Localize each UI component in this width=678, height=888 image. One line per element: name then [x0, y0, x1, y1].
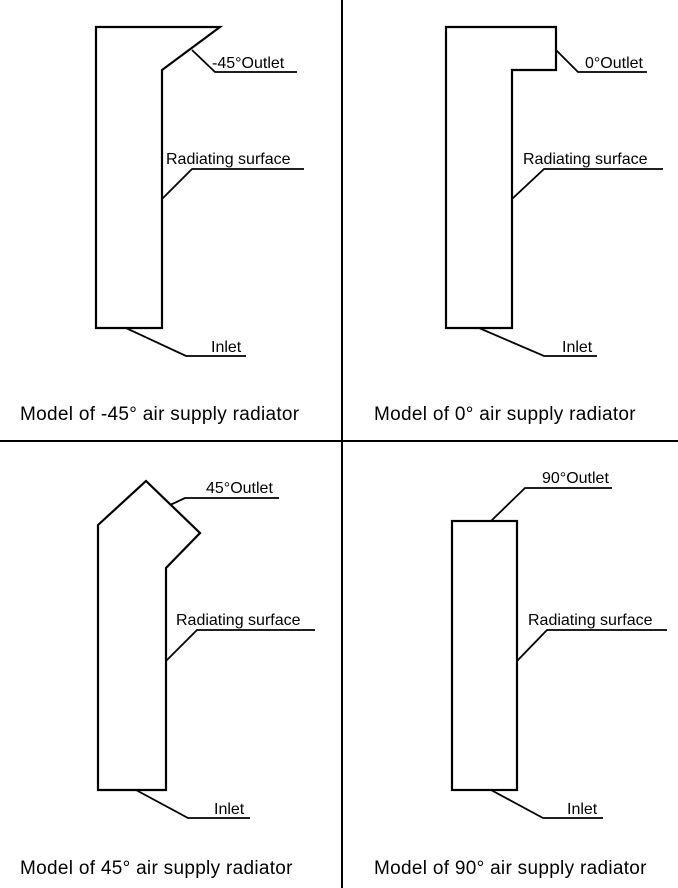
panel-caption: Model of 45° air supply radiator: [20, 858, 293, 879]
surface-leader: [161, 168, 304, 200]
inlet-leader: [125, 327, 246, 357]
inlet-label: Inlet: [214, 801, 245, 818]
radiator-outline: [450, 519, 519, 792]
surface-label: Radiating surface: [176, 612, 301, 629]
outlet-label: 45°Outlet: [206, 480, 273, 497]
radiator-outline: [444, 25, 558, 330]
panel-minus-45: -45°Outlet Radiating surface Inlet Model…: [20, 25, 304, 425]
inlet-label: Inlet: [567, 801, 598, 818]
outlet-leader: [169, 497, 279, 506]
surface-leader: [516, 629, 667, 662]
surface-label: Radiating surface: [523, 151, 648, 168]
outlet-leader: [555, 49, 647, 73]
outlet-label: 0°Outlet: [585, 55, 644, 72]
outlet-leader: [191, 49, 297, 73]
surface-leader: [511, 168, 663, 200]
radiator-outline: [96, 479, 202, 792]
panel-0: 0°Outlet Radiating surface Inlet Model o…: [374, 25, 663, 425]
panel-90: 90°Outlet Radiating surface Inlet Model …: [374, 470, 667, 879]
radiator-outline: [94, 25, 224, 330]
panel-caption: Model of 90° air supply radiator: [374, 858, 647, 879]
inlet-leader: [135, 789, 250, 819]
inlet-leader: [478, 327, 597, 357]
panel-45: 45°Outlet Radiating surface Inlet Model …: [20, 479, 315, 879]
surface-label: Radiating surface: [528, 612, 653, 629]
surface-leader: [165, 629, 315, 662]
inlet-leader: [490, 789, 603, 819]
outlet-leader: [490, 487, 612, 522]
outlet-label: -45°Outlet: [212, 55, 285, 72]
panel-caption: Model of 0° air supply radiator: [374, 404, 636, 425]
inlet-label: Inlet: [211, 339, 242, 356]
surface-label: Radiating surface: [166, 151, 291, 168]
panel-caption: Model of -45° air supply radiator: [20, 404, 300, 425]
inlet-label: Inlet: [562, 339, 593, 356]
outlet-label: 90°Outlet: [542, 470, 609, 487]
